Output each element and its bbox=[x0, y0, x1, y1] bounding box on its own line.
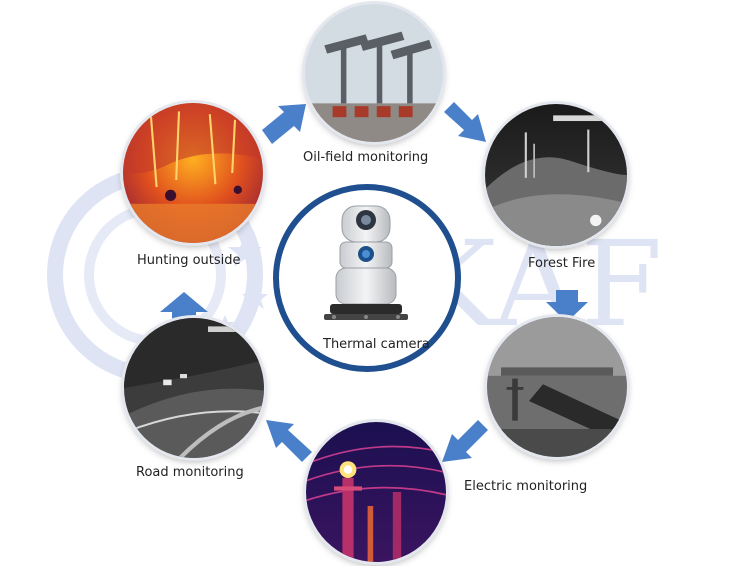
node-hunting-outside-label: Hunting outside bbox=[137, 253, 241, 268]
center-label: Thermal camera bbox=[323, 337, 430, 352]
node-road-monitoring-label: Road monitoring bbox=[136, 465, 244, 480]
node-oil-field-image bbox=[305, 4, 443, 142]
node-forest-fire-image bbox=[485, 104, 627, 246]
node-electric-monitoring-label: Electric monitoring bbox=[464, 479, 588, 494]
arrow-electric-to-power bbox=[442, 420, 488, 462]
arrow-forest-to-electric bbox=[546, 290, 588, 322]
node-electric-monitoring-image bbox=[487, 317, 627, 457]
node-hunting-outside-image bbox=[123, 103, 263, 243]
thermal-camera-image bbox=[324, 205, 408, 320]
arrow-power-to-road bbox=[266, 420, 312, 462]
arrow-hunting-to-oil bbox=[262, 104, 306, 144]
arrow-oil-to-forest bbox=[444, 102, 486, 142]
node-power-line-image bbox=[306, 422, 446, 562]
node-road-monitoring-image bbox=[124, 318, 264, 458]
node-forest-fire-label: Forest Fire bbox=[528, 256, 596, 271]
node-oil-field-label: Oil-field monitoring bbox=[303, 150, 429, 165]
